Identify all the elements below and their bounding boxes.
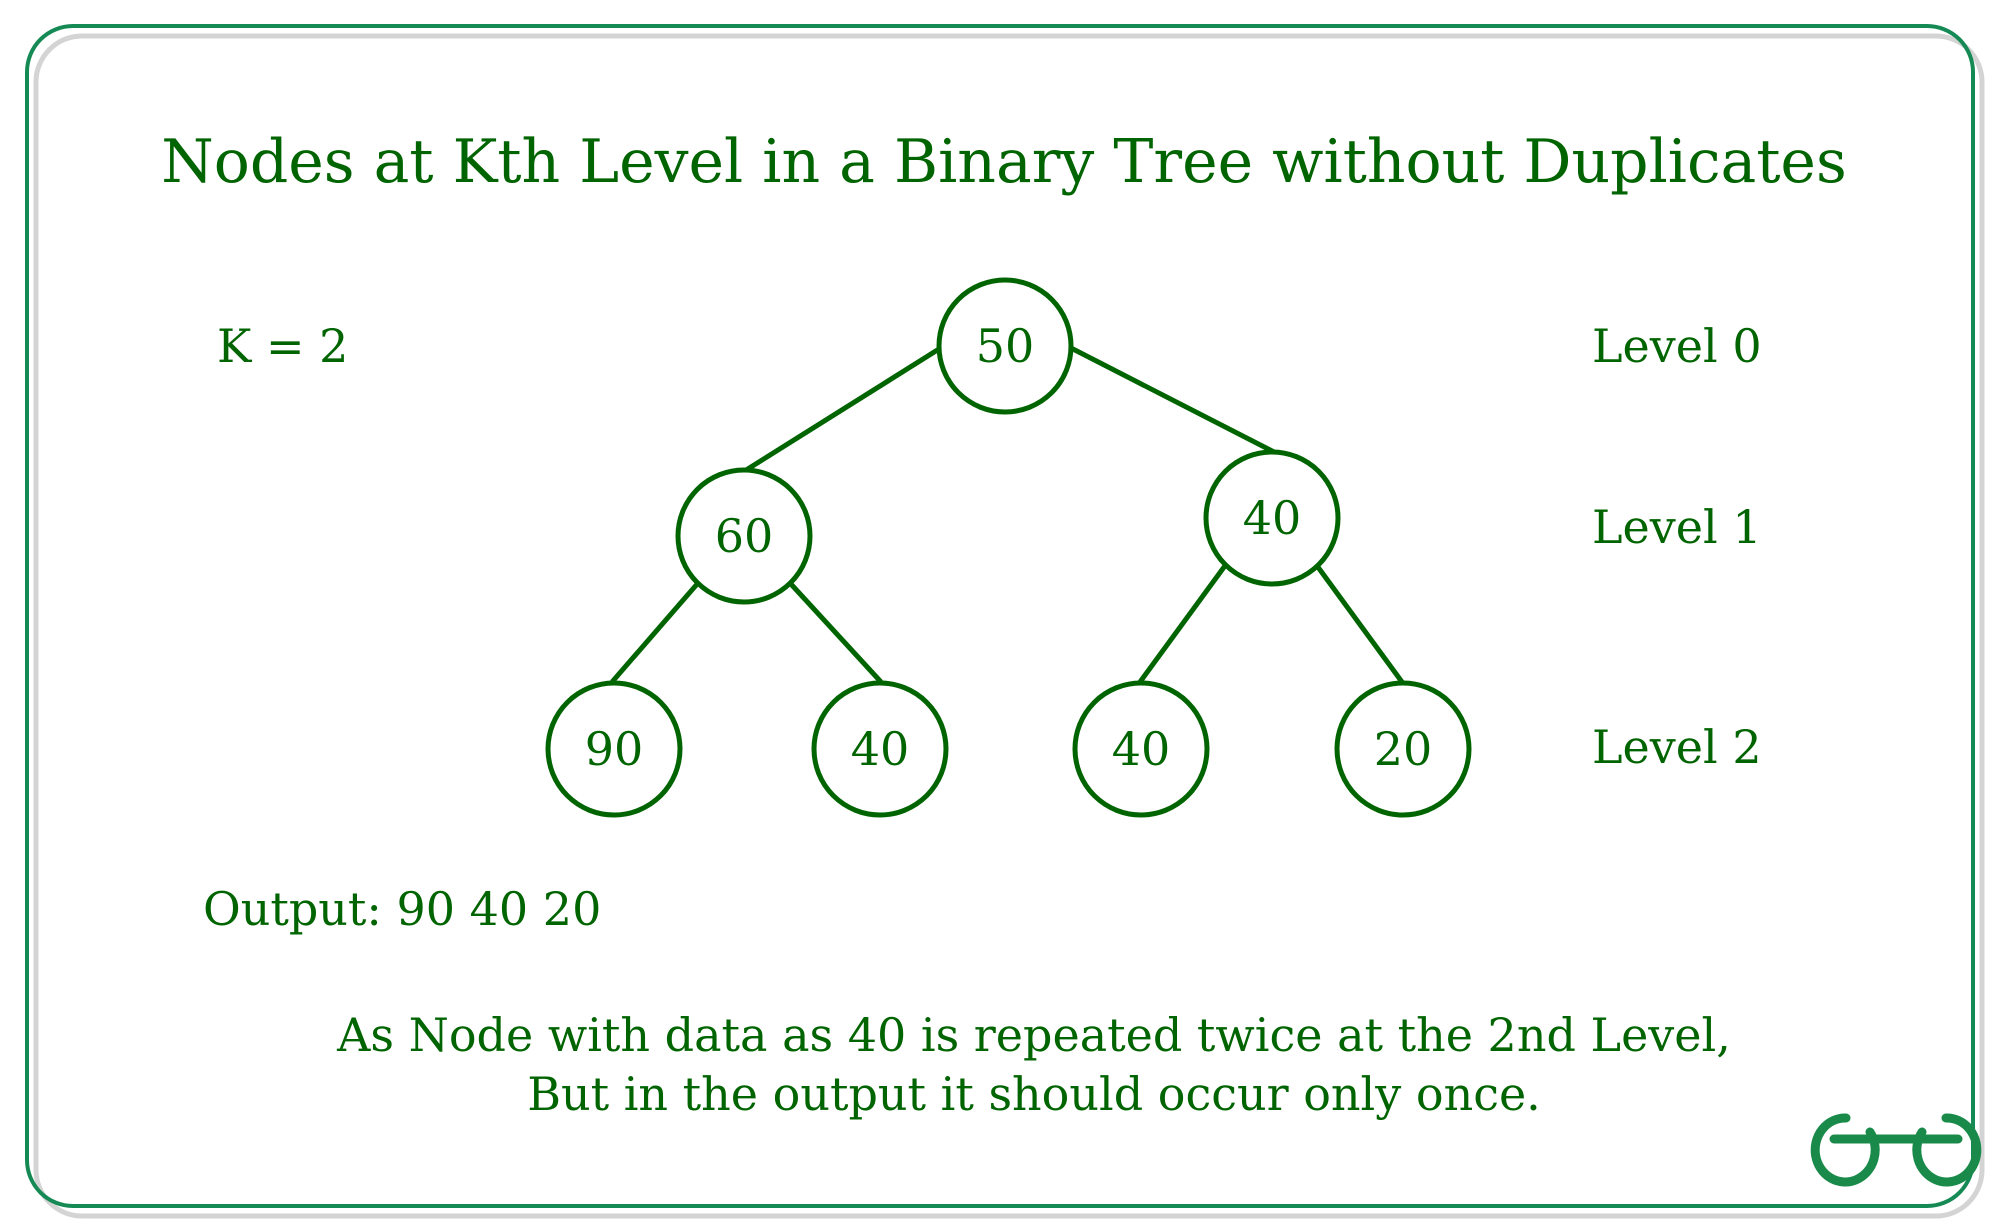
edge-40-20	[1312, 561, 1405, 684]
node-value: 40	[1112, 722, 1171, 776]
edge-60-40	[788, 581, 883, 684]
explanation-line-1: As Node with data as 40 is repeated twic…	[336, 1008, 1731, 1062]
level-label-0: Level 0	[1592, 319, 1762, 373]
edge-50-60	[741, 346, 941, 475]
node-value: 60	[715, 509, 774, 563]
node-value: 90	[585, 722, 644, 776]
tree-node-labels: 50 60 40 90 40 40 20	[585, 319, 1433, 776]
node-circle-60	[675, 467, 813, 605]
node-circle-40-right	[1203, 449, 1341, 587]
diagram-title: Nodes at Kth Level in a Binary Tree with…	[161, 127, 1846, 197]
level-label-1: Level 1	[1592, 500, 1762, 554]
explanation-line-2: But in the output it should occur only o…	[527, 1067, 1541, 1121]
level-label-2: Level 2	[1592, 720, 1762, 774]
node-circle-40-a	[811, 680, 949, 818]
node-value: 40	[1243, 491, 1302, 545]
node-circle-90	[545, 680, 683, 818]
edge-60-90	[610, 581, 700, 684]
node-circle-20	[1334, 680, 1472, 818]
frame-shadow	[33, 33, 1985, 1219]
edge-40-40	[1137, 561, 1230, 684]
edge-50-40	[1069, 345, 1278, 456]
tree-edges	[610, 345, 1405, 684]
node-value: 40	[851, 722, 910, 776]
frame-border	[25, 24, 1975, 1208]
gfg-logo-icon	[1810, 1113, 1982, 1187]
node-value: 20	[1374, 722, 1433, 776]
tree-nodes	[545, 277, 1472, 818]
output-text: Output: 90 40 20	[203, 882, 601, 936]
node-circle-40-b	[1072, 680, 1210, 818]
k-value-label: K = 2	[217, 319, 348, 373]
node-circle-50	[936, 277, 1074, 415]
node-value: 50	[976, 319, 1035, 373]
